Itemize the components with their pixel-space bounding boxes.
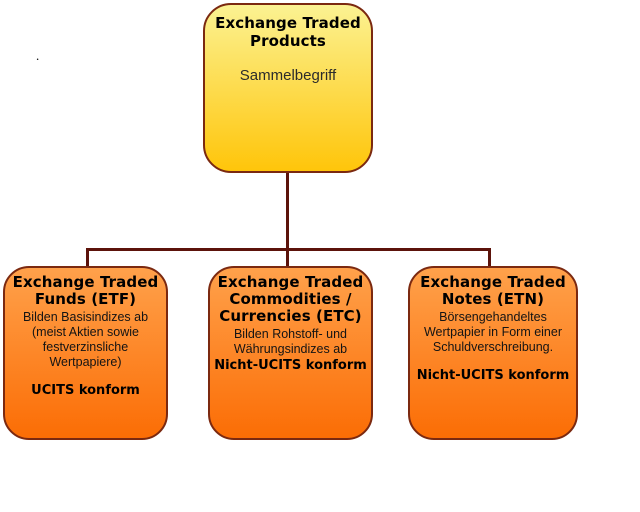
node-title-line: Funds (ETF) — [34, 290, 137, 308]
diagram-node-etf: Exchange Traded Funds (ETF) Bilden Basis… — [3, 266, 168, 440]
node-title-line: Notes (ETN) — [441, 290, 545, 308]
connector-drop-etf — [86, 248, 89, 266]
connector-drop-etc — [286, 248, 289, 266]
node-body-line: Bilden Rohstoff- und — [233, 327, 348, 341]
node-body: Bilden Basisindizes ab (meist Aktien sow… — [5, 310, 166, 370]
node-body-line: (meist Aktien sowie — [32, 325, 139, 339]
node-title-line: Exchange Traded — [12, 273, 159, 291]
node-title-line: Commodities / — [229, 290, 352, 308]
node-footer: Nicht-UCITS konform — [214, 358, 367, 373]
node-body: Börsengehandeltes Wertpapier in Form ein… — [410, 310, 576, 355]
node-body-line: Wertpapiere) — [49, 355, 122, 369]
node-title-line: Exchange Traded — [215, 14, 361, 32]
node-footer: UCITS konform — [31, 383, 140, 398]
stray-period-mark: . — [36, 48, 40, 63]
node-title-line: Exchange Traded — [420, 273, 566, 291]
node-body-line: Börsengehandeltes — [439, 310, 547, 324]
node-body-line: Bilden Basisindizes ab — [22, 310, 149, 324]
diagram-node-etc: Exchange Traded Commodities / Currencies… — [208, 266, 373, 440]
node-body-line: festverzinsliche — [42, 340, 129, 354]
node-title-line: Exchange Traded — [217, 273, 364, 291]
node-body: Bilden Rohstoff- und Währungsindizes ab — [210, 327, 371, 357]
node-title-line: Currencies (ETC) — [219, 307, 362, 325]
connector-root-stem — [286, 173, 289, 250]
node-title: Exchange Traded Notes (ETN) — [410, 274, 576, 308]
diagram-node-exchange-traded-products: Exchange Traded Products Sammelbegriff — [203, 3, 373, 173]
node-title: Exchange Traded Products — [205, 14, 371, 50]
node-subtitle: Sammelbegriff — [239, 67, 337, 84]
diagram-node-etn: Exchange Traded Notes (ETN) Börsengehand… — [408, 266, 578, 440]
node-title-line: Products — [250, 32, 326, 50]
node-footer: Nicht-UCITS konform — [416, 368, 570, 383]
node-body-line: Wertpapier in Form einer — [423, 325, 562, 339]
node-title: Exchange Traded Funds (ETF) — [5, 274, 166, 308]
node-body-line: Schuldverschreibung. — [432, 340, 554, 354]
connector-drop-etn — [488, 248, 491, 266]
node-title: Exchange Traded Commodities / Currencies… — [210, 274, 371, 325]
node-body-line: Währungsindizes ab — [233, 342, 348, 356]
